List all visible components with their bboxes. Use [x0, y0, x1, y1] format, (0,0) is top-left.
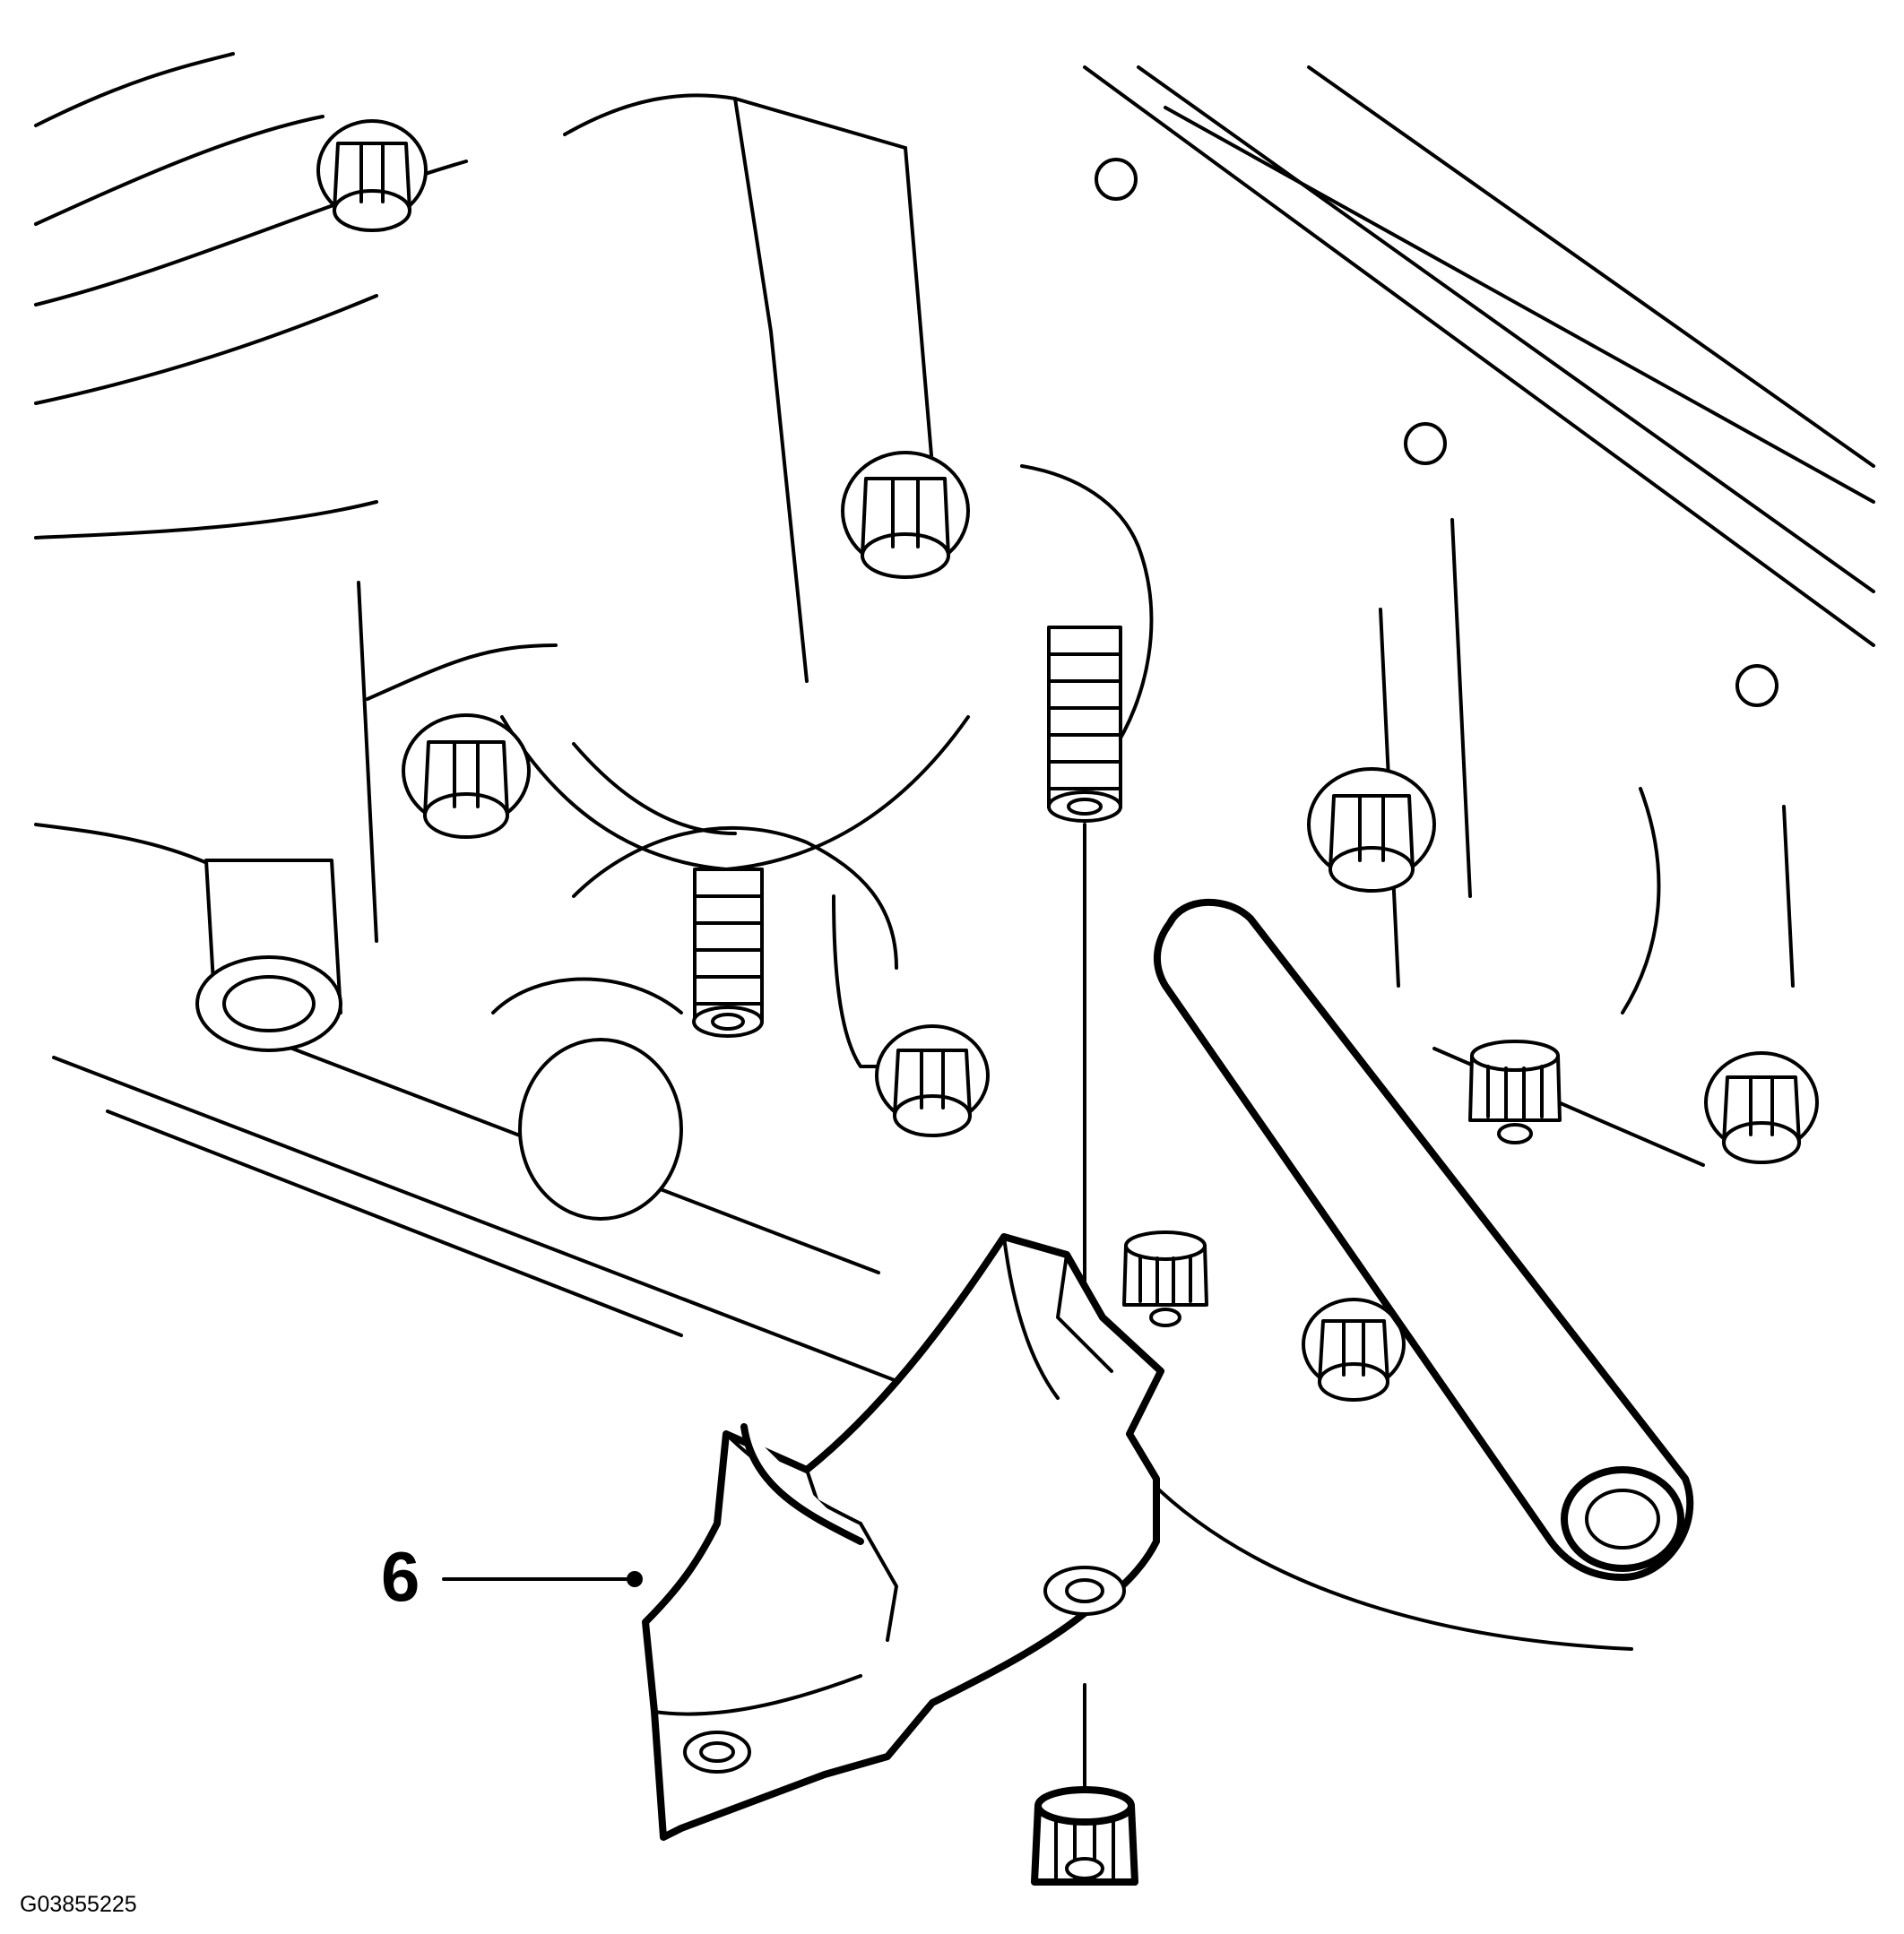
bolt-head-far-right: [1704, 1051, 1819, 1164]
bolt-head-right-saddle: [1307, 767, 1436, 893]
bolt-head-top-left: [316, 119, 428, 232]
centre-boss: [491, 977, 683, 1221]
nut-right: [1468, 1040, 1562, 1144]
bearing-cap: [642, 1233, 1164, 1841]
block-nuts: [1122, 1040, 1562, 1327]
callout-leader: [442, 1571, 643, 1587]
studs: [692, 626, 1122, 1038]
bolt-head-centre: [841, 451, 970, 579]
figure-id: G03855225: [20, 1892, 137, 1917]
bolt-head-lower-right: [1302, 1298, 1406, 1402]
bolt-head-lower-centre: [875, 1024, 990, 1137]
bearing-cap-nut: [1031, 1786, 1138, 1886]
stud-lower: [692, 868, 764, 1038]
block-bolts: [316, 119, 1819, 1402]
oil-pan-rail: [1083, 65, 1875, 707]
lower-left-boss: [195, 859, 342, 1052]
nut-centre: [1122, 1230, 1208, 1327]
stud-upper: [1047, 626, 1122, 823]
crankcase-web: [357, 93, 988, 1068]
bolt-head-left-saddle: [402, 713, 531, 839]
callout-number: 6: [381, 1537, 420, 1616]
crank-pin-tube: [1153, 898, 1694, 1581]
